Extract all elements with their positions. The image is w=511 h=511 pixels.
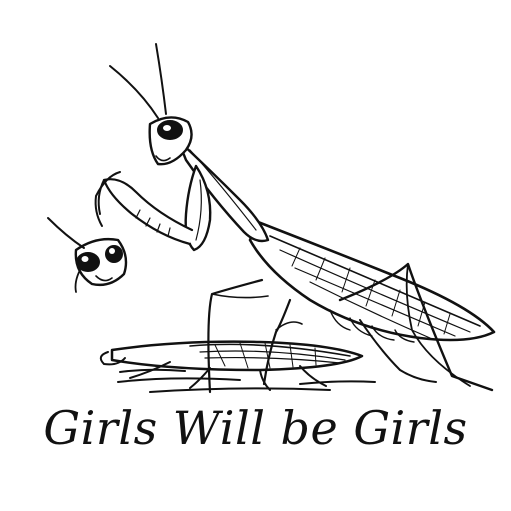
standing-mantis bbox=[94, 43, 496, 394]
caption-text: Girls Will be Girls bbox=[43, 401, 468, 455]
partner-head bbox=[47, 217, 128, 293]
ground-shadow bbox=[117, 368, 376, 393]
